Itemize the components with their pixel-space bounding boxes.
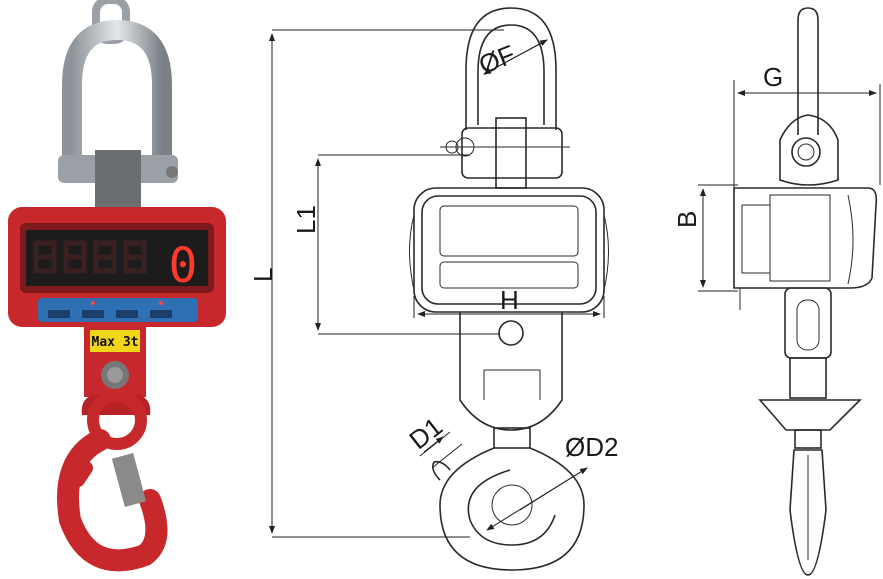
capacity-label: Max 3t <box>92 335 139 350</box>
label-body-width: H <box>500 285 519 315</box>
label-body-depth: B <box>672 211 702 228</box>
front-view-drawing: ØF ØD2 D1 <box>248 7 618 571</box>
label-hook-diameter: ØD2 <box>565 432 618 462</box>
side-view-drawing: G B <box>672 7 881 576</box>
label-side-width: G <box>763 62 783 92</box>
label-hook-throat: D1 <box>403 411 448 455</box>
label-overall-length: L <box>248 268 278 282</box>
crane-scale-photo: 0 Max 3t <box>8 0 226 572</box>
display-digit: 0 <box>169 238 198 294</box>
label-body-length: L1 <box>291 205 321 234</box>
